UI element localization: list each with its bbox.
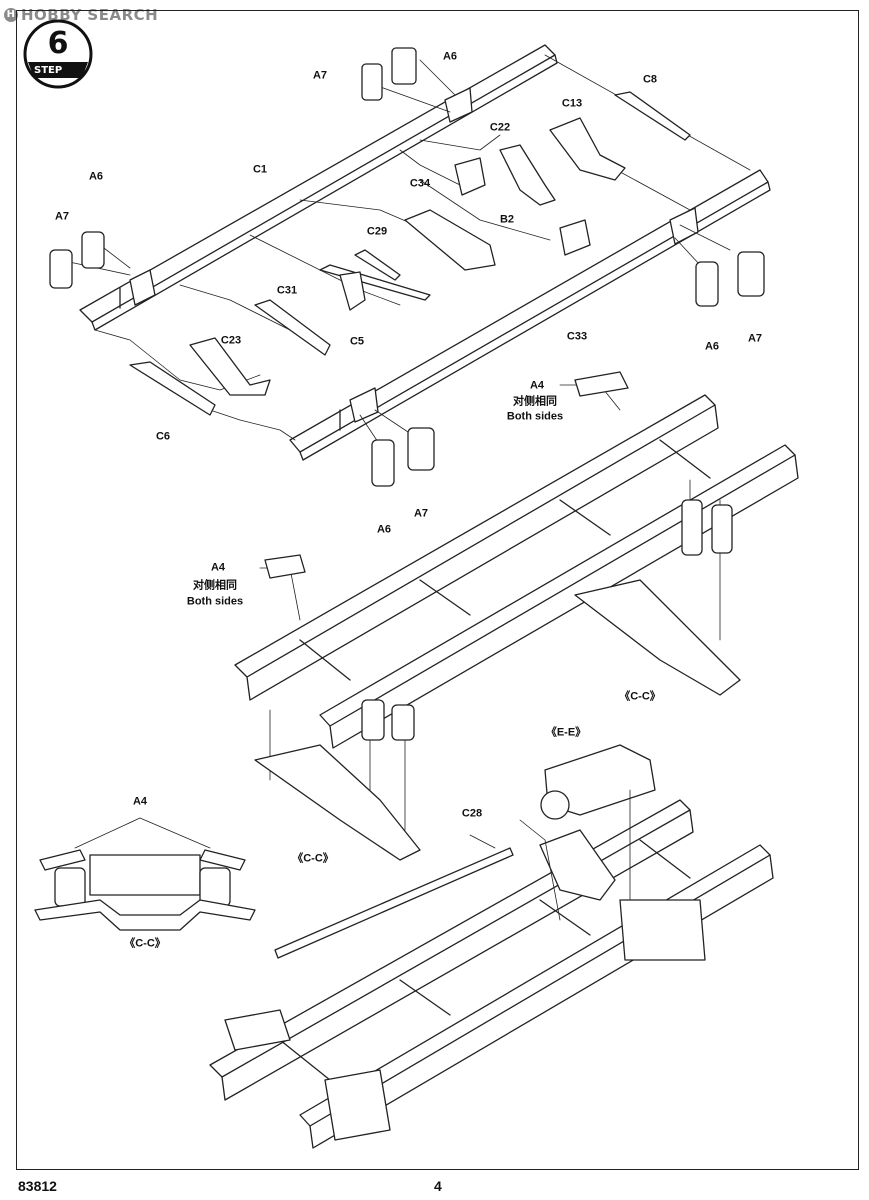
middle-chassis-frame — [234, 394, 799, 749]
color-callout-c-c-1: 《C-C》 — [619, 690, 661, 703]
part-label-c33: C33 — [566, 330, 588, 343]
part-label-a6-left: A6 — [88, 170, 104, 183]
kit-number: 83812 — [18, 1178, 57, 1194]
part-label-c28: C28 — [461, 807, 483, 820]
part-label-c22: C22 — [489, 121, 511, 134]
part-label-c13: C13 — [561, 97, 583, 110]
step-label: STEP — [34, 65, 63, 76]
page-frame — [16, 10, 859, 1170]
part-label-a6-top: A6 — [442, 50, 458, 63]
part-label-c23: C23 — [220, 334, 242, 347]
both-sides-note-en-lower: Both sides — [186, 595, 244, 608]
step-badge: 6 STEP — [22, 18, 94, 90]
bottom-chassis-frame — [209, 744, 774, 1149]
part-label-c34: C34 — [409, 177, 431, 190]
part-label-c31: C31 — [276, 284, 298, 297]
part-label-a7-top: A7 — [312, 69, 328, 82]
color-callout-e-e: 《E-E》 — [545, 726, 587, 739]
color-callout-c-c-3: 《C-C》 — [124, 937, 166, 950]
part-label-a7-left: A7 — [54, 210, 70, 223]
both-sides-note-en-upper: Both sides — [506, 410, 564, 423]
part-label-c1: C1 — [252, 163, 268, 176]
part-label-a4-detail: A4 — [132, 795, 148, 808]
part-label-c5: C5 — [349, 335, 365, 348]
both-sides-note-cn-lower: 对侧相同 — [193, 579, 237, 592]
suspension-detail-view — [34, 817, 256, 931]
part-label-c29: C29 — [366, 225, 388, 238]
part-label-a4-upper: A4 — [529, 379, 545, 392]
step-number: 6 — [47, 26, 69, 61]
part-label-a7-right: A7 — [747, 332, 763, 345]
part-label-c6: C6 — [155, 430, 171, 443]
bottom-leader-lines — [469, 789, 631, 921]
top-chassis-frame — [79, 44, 771, 461]
page-number: 4 — [434, 1178, 442, 1194]
color-callout-c-c-2: 《C-C》 — [292, 852, 334, 865]
part-label-a4-lower: A4 — [210, 561, 226, 574]
both-sides-note-cn-upper: 对侧相同 — [513, 395, 557, 408]
part-label-c8: C8 — [642, 73, 658, 86]
part-label-b2: B2 — [499, 213, 515, 226]
part-label-a7-bottom: A7 — [413, 507, 429, 520]
middle-loose-parts — [254, 371, 741, 861]
part-label-a6-right: A6 — [704, 340, 720, 353]
top-loose-parts — [49, 47, 765, 487]
step-badge-icon — [23, 19, 93, 89]
part-label-a6-bottom: A6 — [376, 523, 392, 536]
watermark-logo-icon: H — [4, 8, 18, 22]
